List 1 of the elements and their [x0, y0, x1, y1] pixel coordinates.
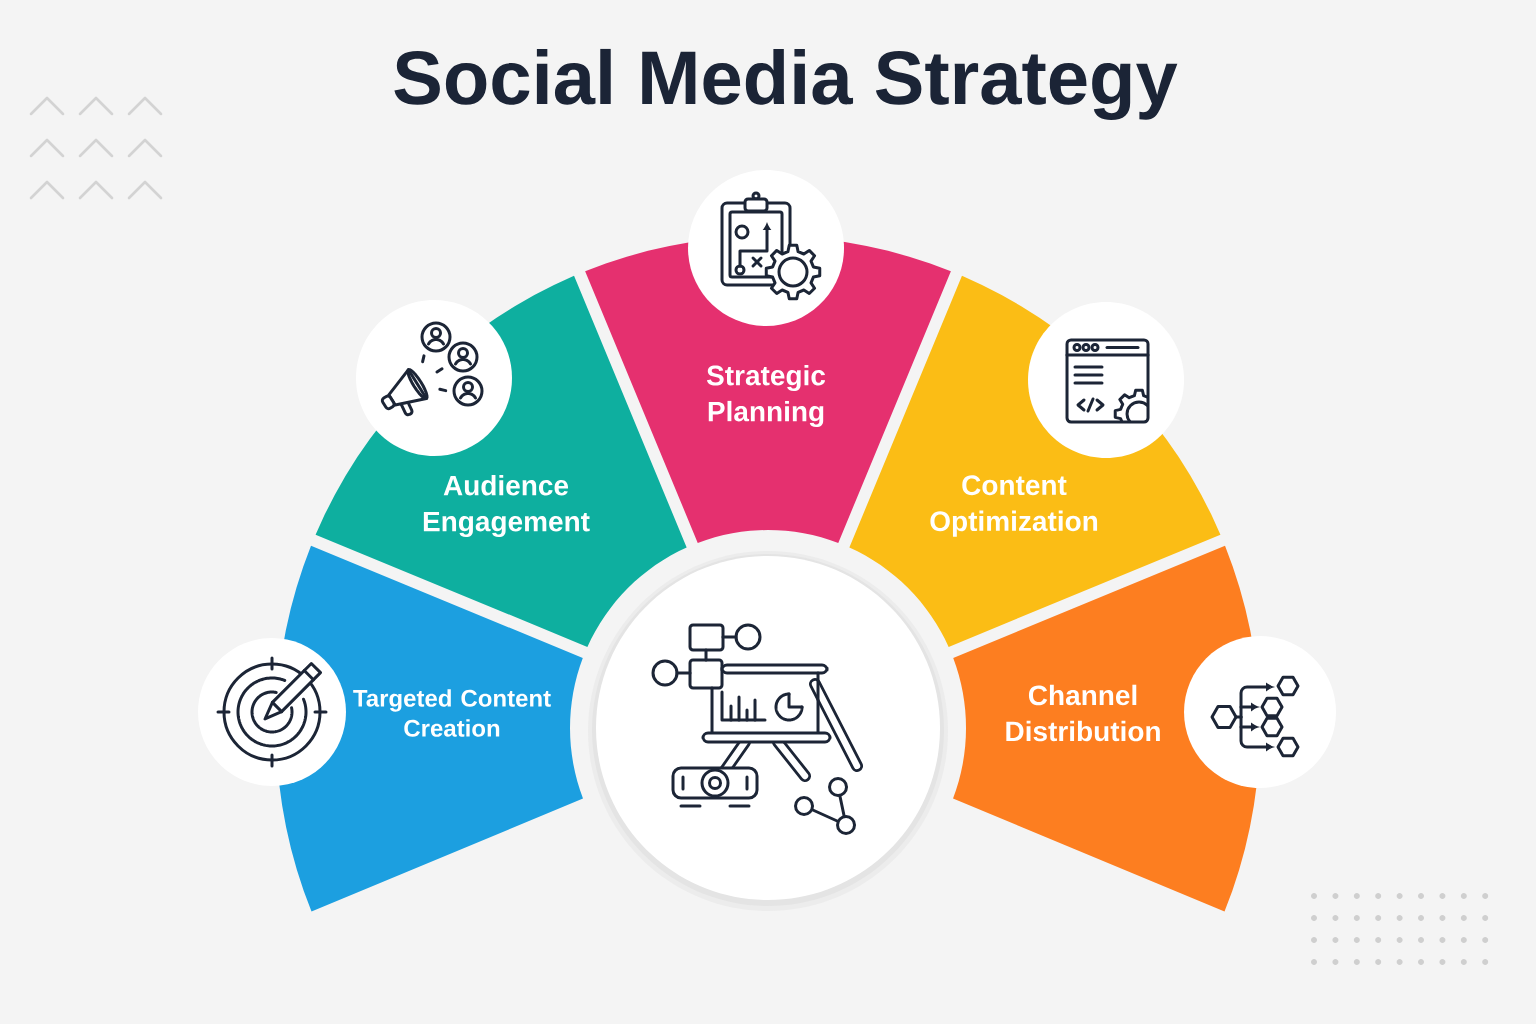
title: Social Media Strategy [394, 48, 1178, 121]
